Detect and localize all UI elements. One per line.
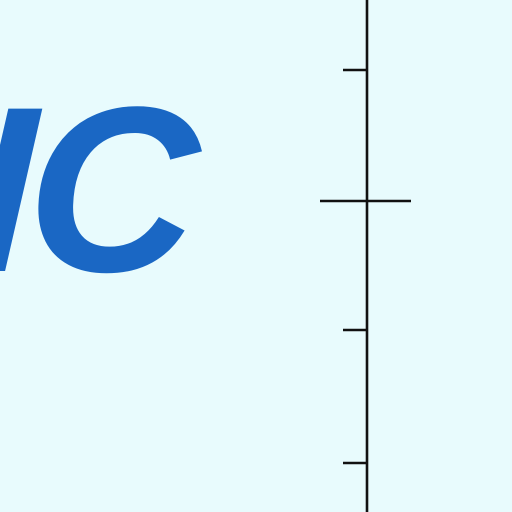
ruler-axis <box>320 0 411 512</box>
